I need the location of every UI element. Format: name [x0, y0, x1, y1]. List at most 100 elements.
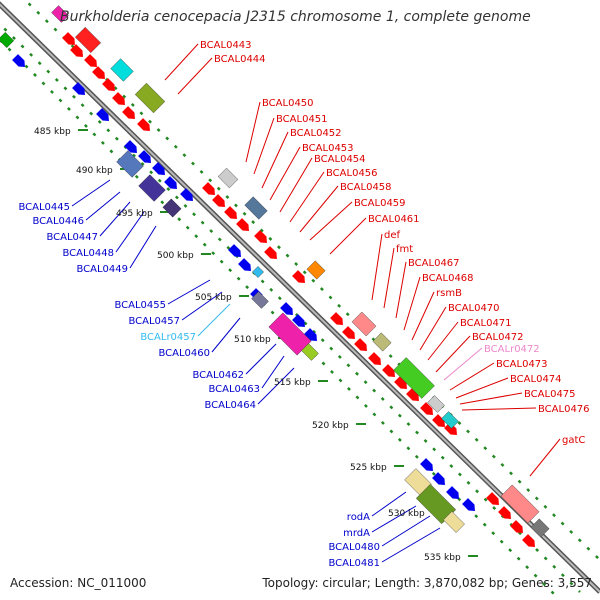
- gene-label-forward: BCAL0471: [460, 318, 512, 329]
- label-leader-line: [245, 101, 261, 163]
- reverse-gene-arrow: [138, 150, 151, 163]
- label-leader-line: [279, 157, 313, 213]
- reverse-gene-block: [116, 150, 144, 178]
- forward-gene-block: [306, 260, 326, 280]
- reverse-gene-arrow: [228, 244, 241, 257]
- gene-label-reverse: BCAL0464: [204, 400, 256, 411]
- gene-label-forward: BCAL0475: [524, 389, 576, 400]
- forward-gene-arrow: [224, 206, 237, 219]
- label-leader-line: [435, 335, 471, 373]
- label-leader-line: [459, 392, 523, 405]
- reverse-gene-block: [0, 31, 15, 49]
- label-leader-line: [253, 117, 275, 175]
- reverse-gene-arrow: [280, 302, 293, 315]
- label-leader-line: [427, 321, 459, 361]
- label-leader-line: [383, 247, 395, 309]
- scale-label: 510 kbp: [234, 335, 271, 345]
- forward-gene-block: [500, 484, 540, 524]
- label-leader-line: [329, 217, 367, 255]
- gene-label-reverse: BCALr0457: [140, 332, 196, 343]
- gene-label-forward: BCAL0444: [214, 54, 266, 65]
- forward-gene-arrow: [330, 312, 343, 325]
- gene-label-reverse: BCAL0463: [208, 384, 260, 395]
- scale-label: 525 kbp: [350, 463, 387, 473]
- forward-gene-arrow: [498, 506, 511, 519]
- label-leader-line: [529, 438, 561, 477]
- label-leader-line: [419, 306, 447, 351]
- forward-gene-arrow: [394, 376, 407, 389]
- gene-label-forward: def: [384, 230, 401, 241]
- label-leader-line: [411, 291, 435, 341]
- label-leader-line: [167, 279, 211, 305]
- label-leader-line: [129, 225, 157, 269]
- forward-gene-arrow: [510, 520, 523, 533]
- forward-gene-arrow: [368, 352, 381, 365]
- forward-gene-block: [110, 58, 134, 82]
- reverse-gene-arrow: [238, 258, 251, 271]
- scale-label: 520 kbp: [312, 421, 349, 431]
- reverse-gene-block: [251, 291, 269, 309]
- forward-gene-block: [217, 167, 239, 189]
- label-leader-line: [85, 191, 121, 221]
- gene-label-forward: gatC: [562, 435, 585, 446]
- label-leader-line: [269, 146, 301, 201]
- forward-gene-arrow: [406, 388, 419, 401]
- forward-gene-arrow: [382, 364, 395, 377]
- label-leader-line: [211, 317, 241, 353]
- gene-label-reverse: BCAL0457: [128, 316, 180, 327]
- gene-label-forward: BCAL0450: [262, 98, 314, 109]
- scale-label: 485 kbp: [34, 127, 71, 137]
- gene-label-reverse: BCAL0480: [328, 542, 380, 553]
- forward-gene-arrow: [486, 492, 499, 505]
- label-leader-line: [177, 57, 213, 95]
- label-leader-line: [99, 201, 131, 237]
- gene-label-forward: BCAL0451: [276, 114, 328, 125]
- gene-label-forward: BCAL0458: [340, 182, 392, 193]
- gene-label-forward: BCALr0472: [484, 344, 540, 355]
- forward-gene-block: [427, 395, 445, 413]
- forward-gene-arrow: [92, 66, 105, 79]
- forward-gene-arrow: [444, 422, 457, 435]
- gene-label-forward: BCAL0453: [302, 143, 354, 154]
- gene-label-reverse: BCAL0460: [158, 348, 210, 359]
- forward-gene-block: [393, 357, 435, 399]
- forward-gene-block: [372, 332, 392, 352]
- label-leader-line: [197, 303, 231, 337]
- label-leader-line: [455, 377, 509, 399]
- forward-gene-arrow: [522, 534, 535, 547]
- gene-label-reverse: BCAL0462: [192, 370, 244, 381]
- gene-label-reverse: BCAL0481: [328, 558, 380, 569]
- label-leader-line: [181, 291, 223, 321]
- label-leader-line: [403, 276, 421, 331]
- gene-label-forward: BCAL0456: [326, 168, 378, 179]
- gene-label-reverse: BCAL0446: [32, 216, 84, 227]
- gene-label-forward: BCAL0467: [408, 258, 460, 269]
- gene-label-reverse: BCAL0448: [62, 248, 114, 259]
- gene-label-reverse: BCAL0447: [46, 232, 98, 243]
- label-leader-line: [381, 527, 441, 563]
- label-leader-line: [371, 505, 417, 533]
- forward-gene-arrow: [137, 118, 150, 131]
- label-leader-line: [309, 201, 353, 241]
- gene-label-reverse: BCAL0445: [18, 202, 70, 213]
- forward-gene-arrow: [420, 402, 433, 415]
- label-leader-line: [261, 131, 289, 189]
- forward-gene-arrow: [432, 414, 445, 427]
- reverse-gene-block: [443, 511, 465, 533]
- reverse-gene-arrow: [72, 82, 85, 95]
- reverse-gene-arrow: [304, 328, 317, 341]
- reverse-gene-arrow: [12, 54, 25, 67]
- gene-label-reverse: rodA: [347, 512, 370, 523]
- forward-gene-block: [244, 196, 268, 220]
- label-leader-line: [395, 261, 407, 319]
- label-leader-line: [115, 211, 145, 253]
- forward-gene-arrow: [122, 106, 135, 119]
- reverse-gene-arrow: [152, 162, 165, 175]
- scale-label: 530 kbp: [388, 509, 425, 519]
- forward-gene-arrow: [264, 246, 277, 259]
- label-leader-line: [245, 343, 277, 375]
- forward-gene-block: [530, 518, 550, 538]
- gene-label-forward: BCAL0473: [496, 359, 548, 370]
